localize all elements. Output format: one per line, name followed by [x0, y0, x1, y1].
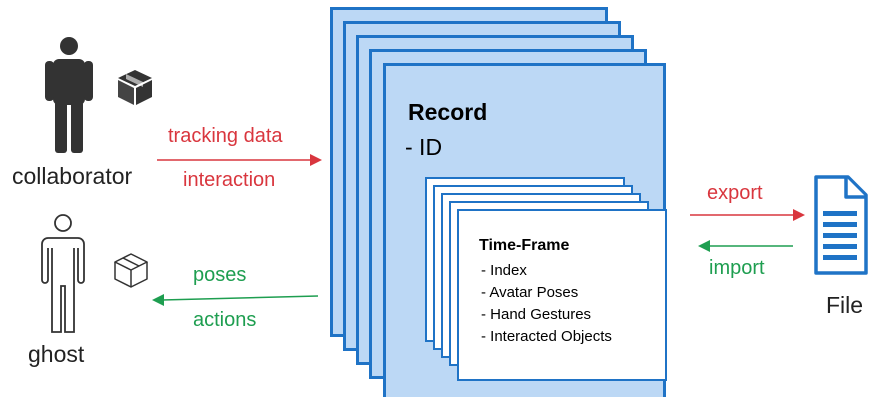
export-label: export [707, 182, 763, 204]
import-label: import [709, 257, 765, 279]
ghost-box-icon [114, 253, 148, 288]
ghost-person-icon [41, 214, 85, 333]
poses-label: poses [193, 264, 247, 286]
tracking-data-label: tracking data [168, 125, 283, 147]
time-frame-title: Time-Frame [479, 237, 570, 254]
tracking-arrow [157, 154, 322, 166]
frame-sheet-front: Time-Frame - Index - Avatar Poses - Hand… [457, 209, 667, 381]
collaborator-person-icon [45, 37, 93, 153]
time-frame-field-avatar-poses: - Avatar Poses [481, 284, 579, 301]
poses-arrow [152, 294, 319, 306]
actions-label: actions [193, 309, 257, 331]
record-title: Record [408, 99, 488, 125]
collaborator-box-icon [118, 70, 152, 105]
export-arrow [690, 209, 805, 221]
time-frame-field-hand-gestures: - Hand Gestures [481, 306, 592, 323]
time-frame-field-index: - Index [481, 262, 527, 279]
ghost-label: ghost [28, 341, 85, 367]
import-arrow [698, 240, 793, 252]
file-label: File [826, 292, 864, 318]
record-field-id: - ID [405, 134, 443, 160]
collaborator-label: collaborator [12, 163, 133, 189]
interaction-label: interaction [183, 169, 276, 191]
document-icon [814, 175, 868, 275]
time-frame-field-interacted-objects: - Interacted Objects [481, 328, 612, 345]
